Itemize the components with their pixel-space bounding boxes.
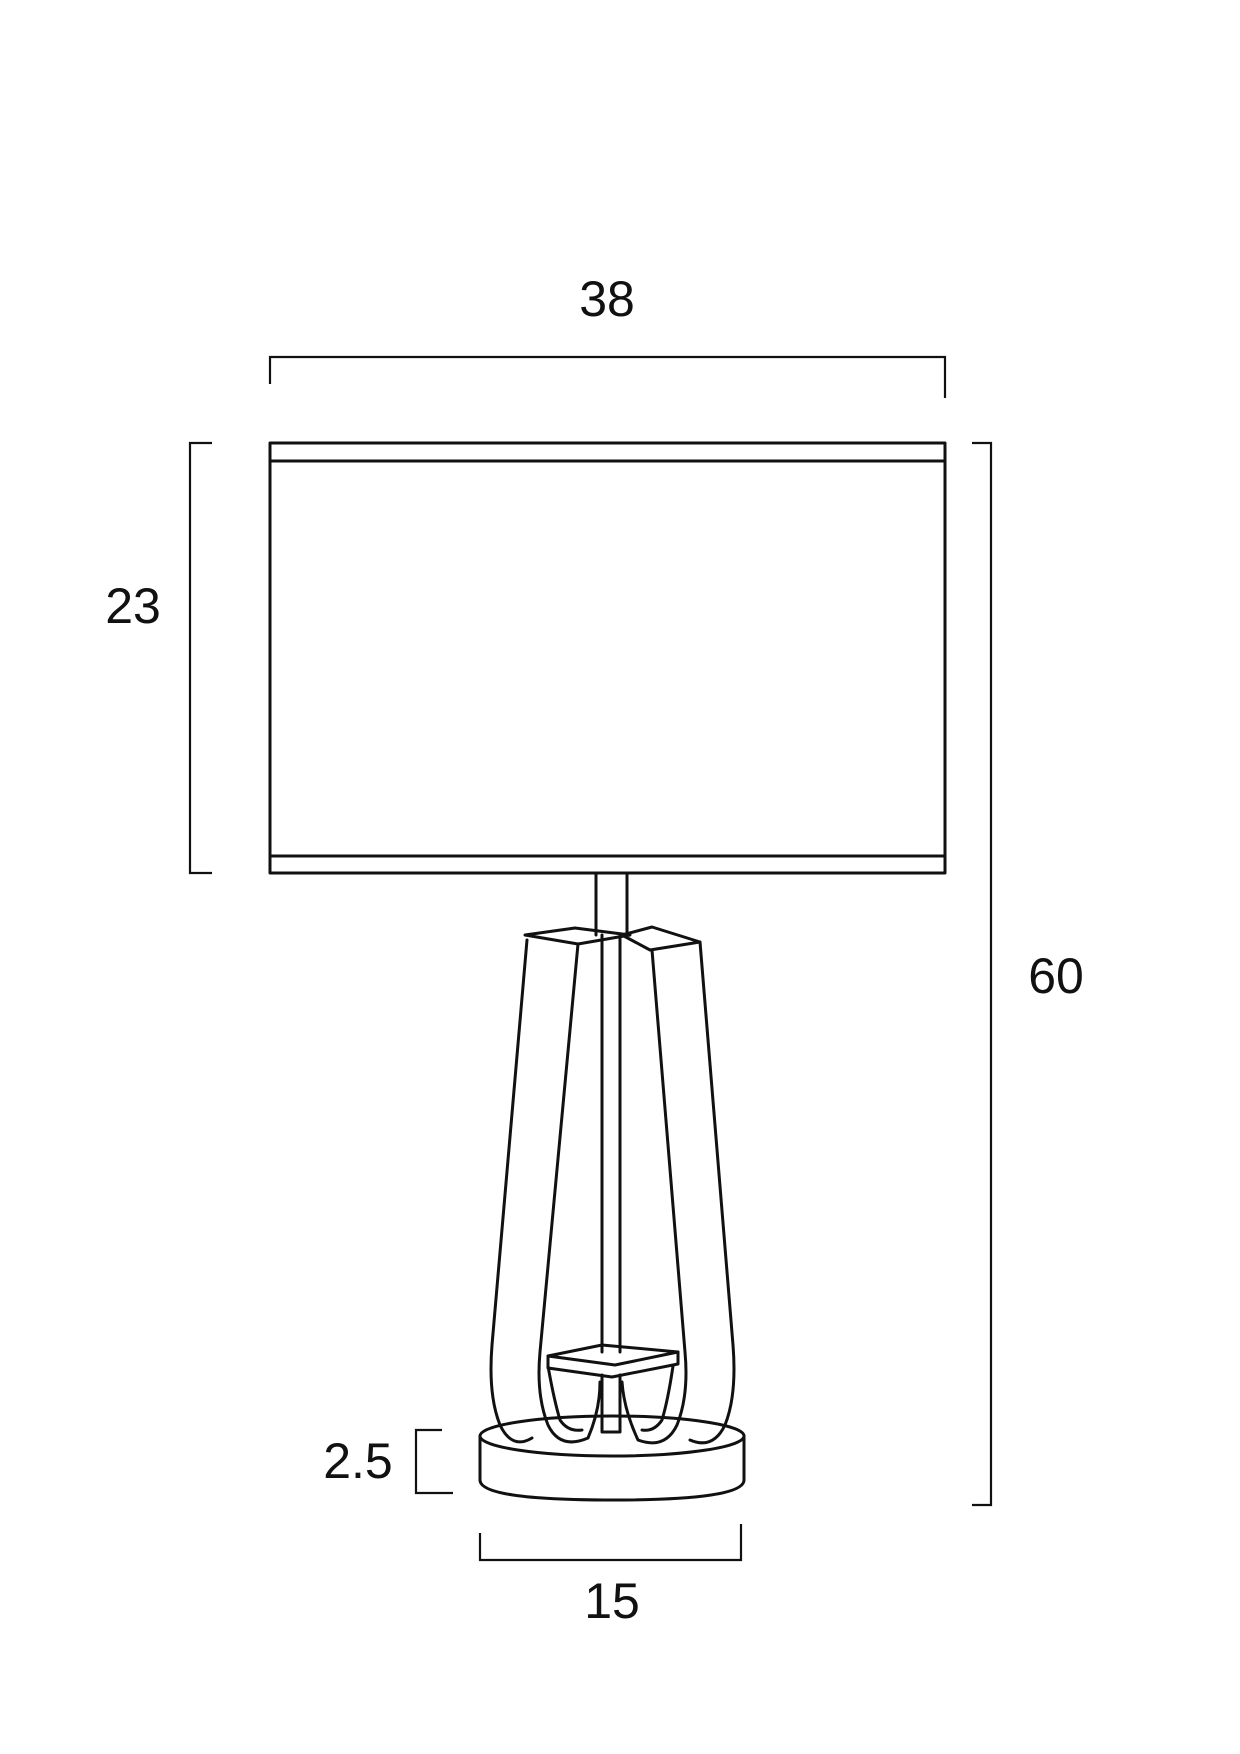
label-base-height: 2.5	[323, 1433, 393, 1489]
lamp-shade	[268, 441, 947, 875]
dimension-base-width: 15	[478, 1524, 743, 1629]
lamp-stem	[594, 871, 629, 1434]
lamp-bottom-collar	[546, 1343, 680, 1379]
dimension-base-height: 2.5	[323, 1428, 453, 1495]
lamp-body-frame	[489, 938, 736, 1445]
dimension-shade-width: 38	[268, 271, 947, 398]
label-total-height: 60	[1028, 948, 1084, 1004]
lamp-top-collar	[523, 925, 702, 952]
label-shade-height: 23	[105, 578, 161, 634]
dimension-total-height: 60	[972, 441, 1084, 1507]
dimension-shade-height: 23	[105, 441, 212, 875]
label-shade-width: 38	[579, 271, 635, 327]
label-base-width: 15	[584, 1573, 640, 1629]
lamp-base	[478, 1414, 746, 1502]
